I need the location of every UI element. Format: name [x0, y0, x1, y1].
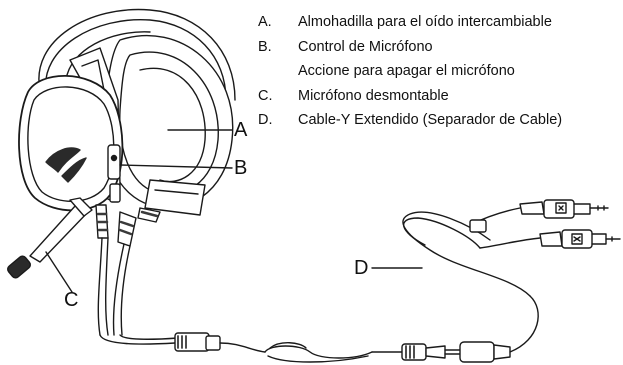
headset-plugs — [95, 204, 161, 247]
callout-b-line — [119, 164, 233, 169]
front-earcup — [18, 75, 124, 212]
coiled-cable — [219, 342, 403, 363]
callout-label-b: B — [234, 157, 248, 179]
y-plug-bottom — [539, 229, 621, 249]
callout-c-line — [45, 251, 73, 293]
y-cable — [402, 207, 541, 353]
legend-text: Accione para apagar el micrófono — [298, 63, 515, 79]
callout-label-d: D — [354, 257, 369, 279]
legend-item-d: D. Cable-Y Extendido (Separador de Cable… — [258, 108, 620, 133]
legend-text: Cable-Y Extendido (Separador de Cable) — [298, 112, 563, 128]
legend-item-a: A. Almohadilla para el oído intercambiab… — [258, 10, 620, 35]
y-plug-top — [519, 199, 609, 219]
legend-letter: B. — [258, 38, 272, 55]
main-cable — [97, 237, 179, 345]
legend-item-b: B. Control de Micrófono — [258, 35, 620, 60]
legend-text: Almohadilla para el oído intercambiable — [298, 14, 552, 30]
legend-text: Micrófono desmontable — [298, 87, 449, 104]
legend-text: Control de Micrófono — [298, 38, 433, 55]
legend-item-c: C. Micrófono desmontable — [258, 84, 620, 109]
callout-label-a: A — [234, 119, 248, 141]
mic-control — [107, 144, 121, 203]
detachable-mic — [7, 197, 93, 279]
legend-letter — [258, 59, 298, 84]
legend-letter: A. — [258, 14, 272, 30]
legend: A. Almohadilla para el oído intercambiab… — [258, 10, 620, 133]
extension-connector — [401, 341, 511, 363]
callout-label-c: C — [64, 289, 79, 311]
legend-letter: D. — [258, 112, 273, 128]
rog-logo-icon — [45, 147, 81, 173]
cable-junction — [174, 332, 221, 352]
legend-letter: C. — [258, 87, 273, 104]
legend-item-b-note: Accione para apagar el micrófono — [258, 59, 620, 84]
